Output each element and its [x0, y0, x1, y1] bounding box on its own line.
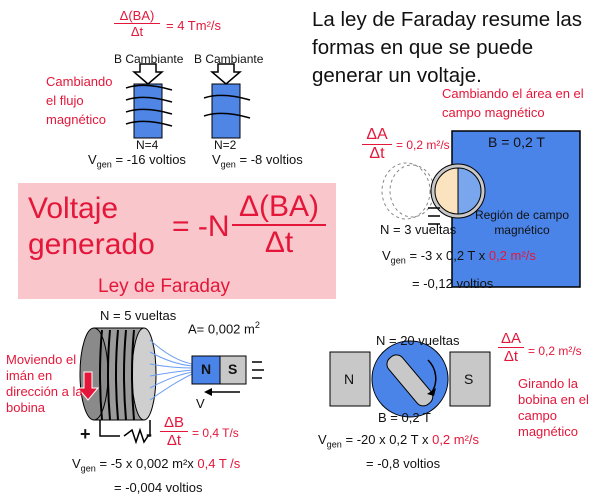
area-result: = -0,12 voltios: [412, 276, 494, 291]
magnet-label: Moviendo el imán en dirección a la bobin…: [6, 352, 83, 415]
area-turns: N = 3 vueltas: [380, 222, 457, 237]
magnet-fraction: ΔB Δt: [160, 414, 188, 449]
b-arrow-left-icon: [131, 63, 165, 85]
b-changing-left: B Cambiante: [114, 52, 184, 66]
faraday-law-label: Ley de Faraday: [98, 276, 231, 297]
magnet-vgen-rate: 0,4 T /s: [197, 456, 241, 471]
area-fraction: ΔA Δt: [362, 126, 392, 163]
top-formula-fraction: Δ(BA) Δt: [114, 8, 160, 39]
magnet-vgen-eq: = -5 x 0,002 m²x: [99, 456, 198, 471]
magnet-den: Δt: [166, 432, 182, 449]
area-vgen-v: V: [382, 248, 391, 263]
terminal-minus: -: [146, 424, 152, 444]
rotate-rate: = 0,2 m²/s: [528, 344, 582, 358]
banner-num: Δ(BA): [232, 190, 326, 226]
rotate-num: ΔA: [498, 330, 524, 348]
magnet-s: S: [228, 361, 238, 377]
b-arrow-right-icon: [209, 63, 243, 85]
vgen-left: Vgen = -16 voltios: [88, 152, 186, 170]
coil-loop-dashed: [381, 162, 486, 225]
magnet-vgen-sub: gen: [80, 463, 96, 474]
banner-den: Δt: [264, 226, 294, 259]
banner-fraction: Δ(BA) Δt: [232, 190, 326, 260]
banner-eq-prefix: = -N: [172, 210, 230, 243]
rotate-vgen: Vgen = -20 x 0,2 T x 0,2 m²/s: [318, 432, 479, 450]
area-den: Δt: [369, 145, 385, 162]
area-vgen-eq: = -3 x 0,2 T x: [409, 248, 489, 263]
rotate-vgen-sub: gen: [326, 439, 342, 450]
coil-n2: [203, 83, 251, 139]
vgen-left-v: V: [88, 152, 97, 167]
pole-s: S: [464, 371, 474, 387]
pole-n: N: [344, 371, 355, 387]
magnet-n: N: [201, 361, 212, 377]
magnet-vgen: Vgen = -5 x 0,002 m²x 0,4 T /s: [72, 456, 240, 474]
magnet-area-sup: 2: [254, 320, 260, 330]
vgen-right: Vgen = -8 voltios: [212, 152, 303, 170]
area-vgen-sub: gen: [390, 255, 406, 266]
rotate-result: = -0,8 voltios: [366, 456, 441, 471]
top-formula-num: Δ(BA): [114, 8, 160, 24]
flux-label: Cambiando el flujo magnético: [46, 74, 113, 127]
vgen-right-v: V: [212, 152, 221, 167]
area-vgen: Vgen = -3 x 0,2 T x 0,2 m²/s: [382, 248, 536, 266]
area-num: ΔA: [362, 126, 392, 145]
turns-n4: N=4: [136, 138, 159, 152]
rotate-label: Girando la bobina en el campo magnético: [518, 376, 589, 439]
area-field-b: B = 0,2 T: [488, 134, 545, 150]
vgen-left-value: = -16 voltios: [115, 152, 186, 167]
field-lines: [149, 339, 193, 401]
faraday-banner: [18, 183, 336, 299]
vgen-right-value: = -8 voltios: [239, 152, 303, 167]
area-vgen-rate: 0,2 m²/s: [488, 248, 536, 263]
cylinder-coil: [76, 327, 157, 445]
area-rate: = 0,2 m²/s: [396, 138, 450, 152]
rotate-vgen-v: V: [318, 432, 327, 447]
magnet-turns: N = 5 vueltas: [100, 308, 177, 323]
terminal-plus: +: [80, 424, 91, 444]
coil-n4: [125, 83, 173, 139]
magnet-vgen-v: V: [72, 456, 81, 471]
rotating-coil: [329, 340, 491, 418]
b-changing-right: B Cambiante: [194, 52, 264, 66]
magnet-num: ΔB: [160, 414, 188, 432]
magnet-rate: = 0,4 T/s: [192, 426, 239, 440]
velocity-label: V: [196, 396, 205, 411]
rotate-fraction: ΔA Δt: [498, 330, 524, 365]
area-region: Región de campo magnético: [474, 208, 570, 237]
magnet-area-text: A= 0,002 m: [188, 321, 255, 337]
magnet-area: A= 0,002 m2: [188, 320, 260, 336]
banner-line1: Voltaje: [28, 192, 119, 225]
rotate-field: B = 0,2 T: [378, 410, 431, 425]
area-label: Cambiando el área en el campo magnético: [442, 86, 584, 120]
bar-magnet: [191, 355, 264, 385]
rotate-vgen-eq: = -20 x 0,2 T x: [345, 432, 433, 447]
rotate-den: Δt: [503, 348, 519, 365]
velocity-arrow-icon: [204, 388, 240, 396]
rotate-vgen-rate: 0,2 m²/s: [432, 432, 480, 447]
turns-n2: N=2: [214, 138, 237, 152]
rotate-turns: N = 20 vueltas: [376, 333, 460, 348]
top-formula-value: = 4 Tm²/s: [166, 18, 222, 33]
top-formula-den: Δt: [130, 24, 144, 39]
vgen-right-sub: gen: [220, 159, 236, 170]
banner-line2: generado: [28, 228, 155, 261]
vgen-left-sub: gen: [96, 159, 112, 170]
page-title: La ley de Faraday resume las formas en q…: [312, 8, 583, 87]
magnet-result: = -0,004 voltios: [114, 480, 203, 495]
